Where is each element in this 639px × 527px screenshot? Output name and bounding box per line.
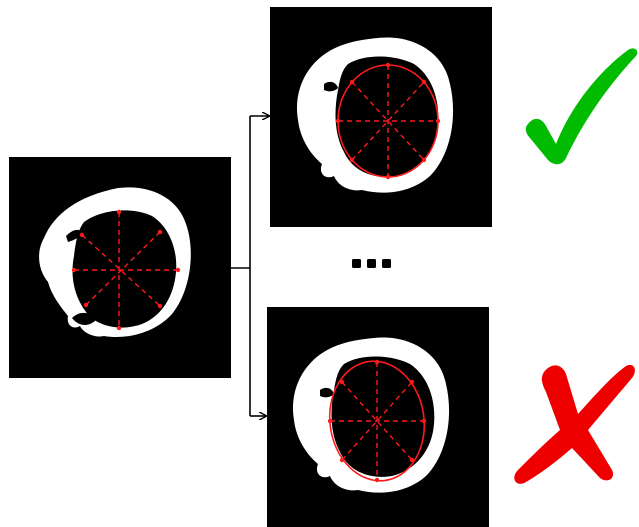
input-panel	[9, 157, 231, 378]
input-notch	[66, 229, 82, 242]
input-fit-lines	[74, 212, 178, 328]
rejected-fit-lines	[330, 362, 424, 480]
ellipsis-icon	[352, 259, 391, 268]
rejected-fit-points	[327, 359, 427, 483]
input-notch-lower	[72, 312, 96, 325]
connector-arrows	[231, 116, 269, 416]
rejected-notch	[320, 387, 334, 398]
cross-mark-icon	[514, 364, 635, 484]
rejected-panel	[267, 307, 489, 527]
accepted-mask	[297, 37, 454, 193]
input-fit-points	[71, 209, 181, 331]
rejected-fit-ellipse	[328, 360, 426, 482]
accepted-panel	[270, 7, 492, 227]
input-mask	[39, 187, 191, 338]
rejected-mask	[293, 337, 450, 493]
accepted-fit-points	[335, 62, 441, 180]
accepted-notch	[324, 81, 338, 92]
check-mark-icon	[525, 48, 638, 165]
accepted-fit-lines	[338, 65, 438, 177]
